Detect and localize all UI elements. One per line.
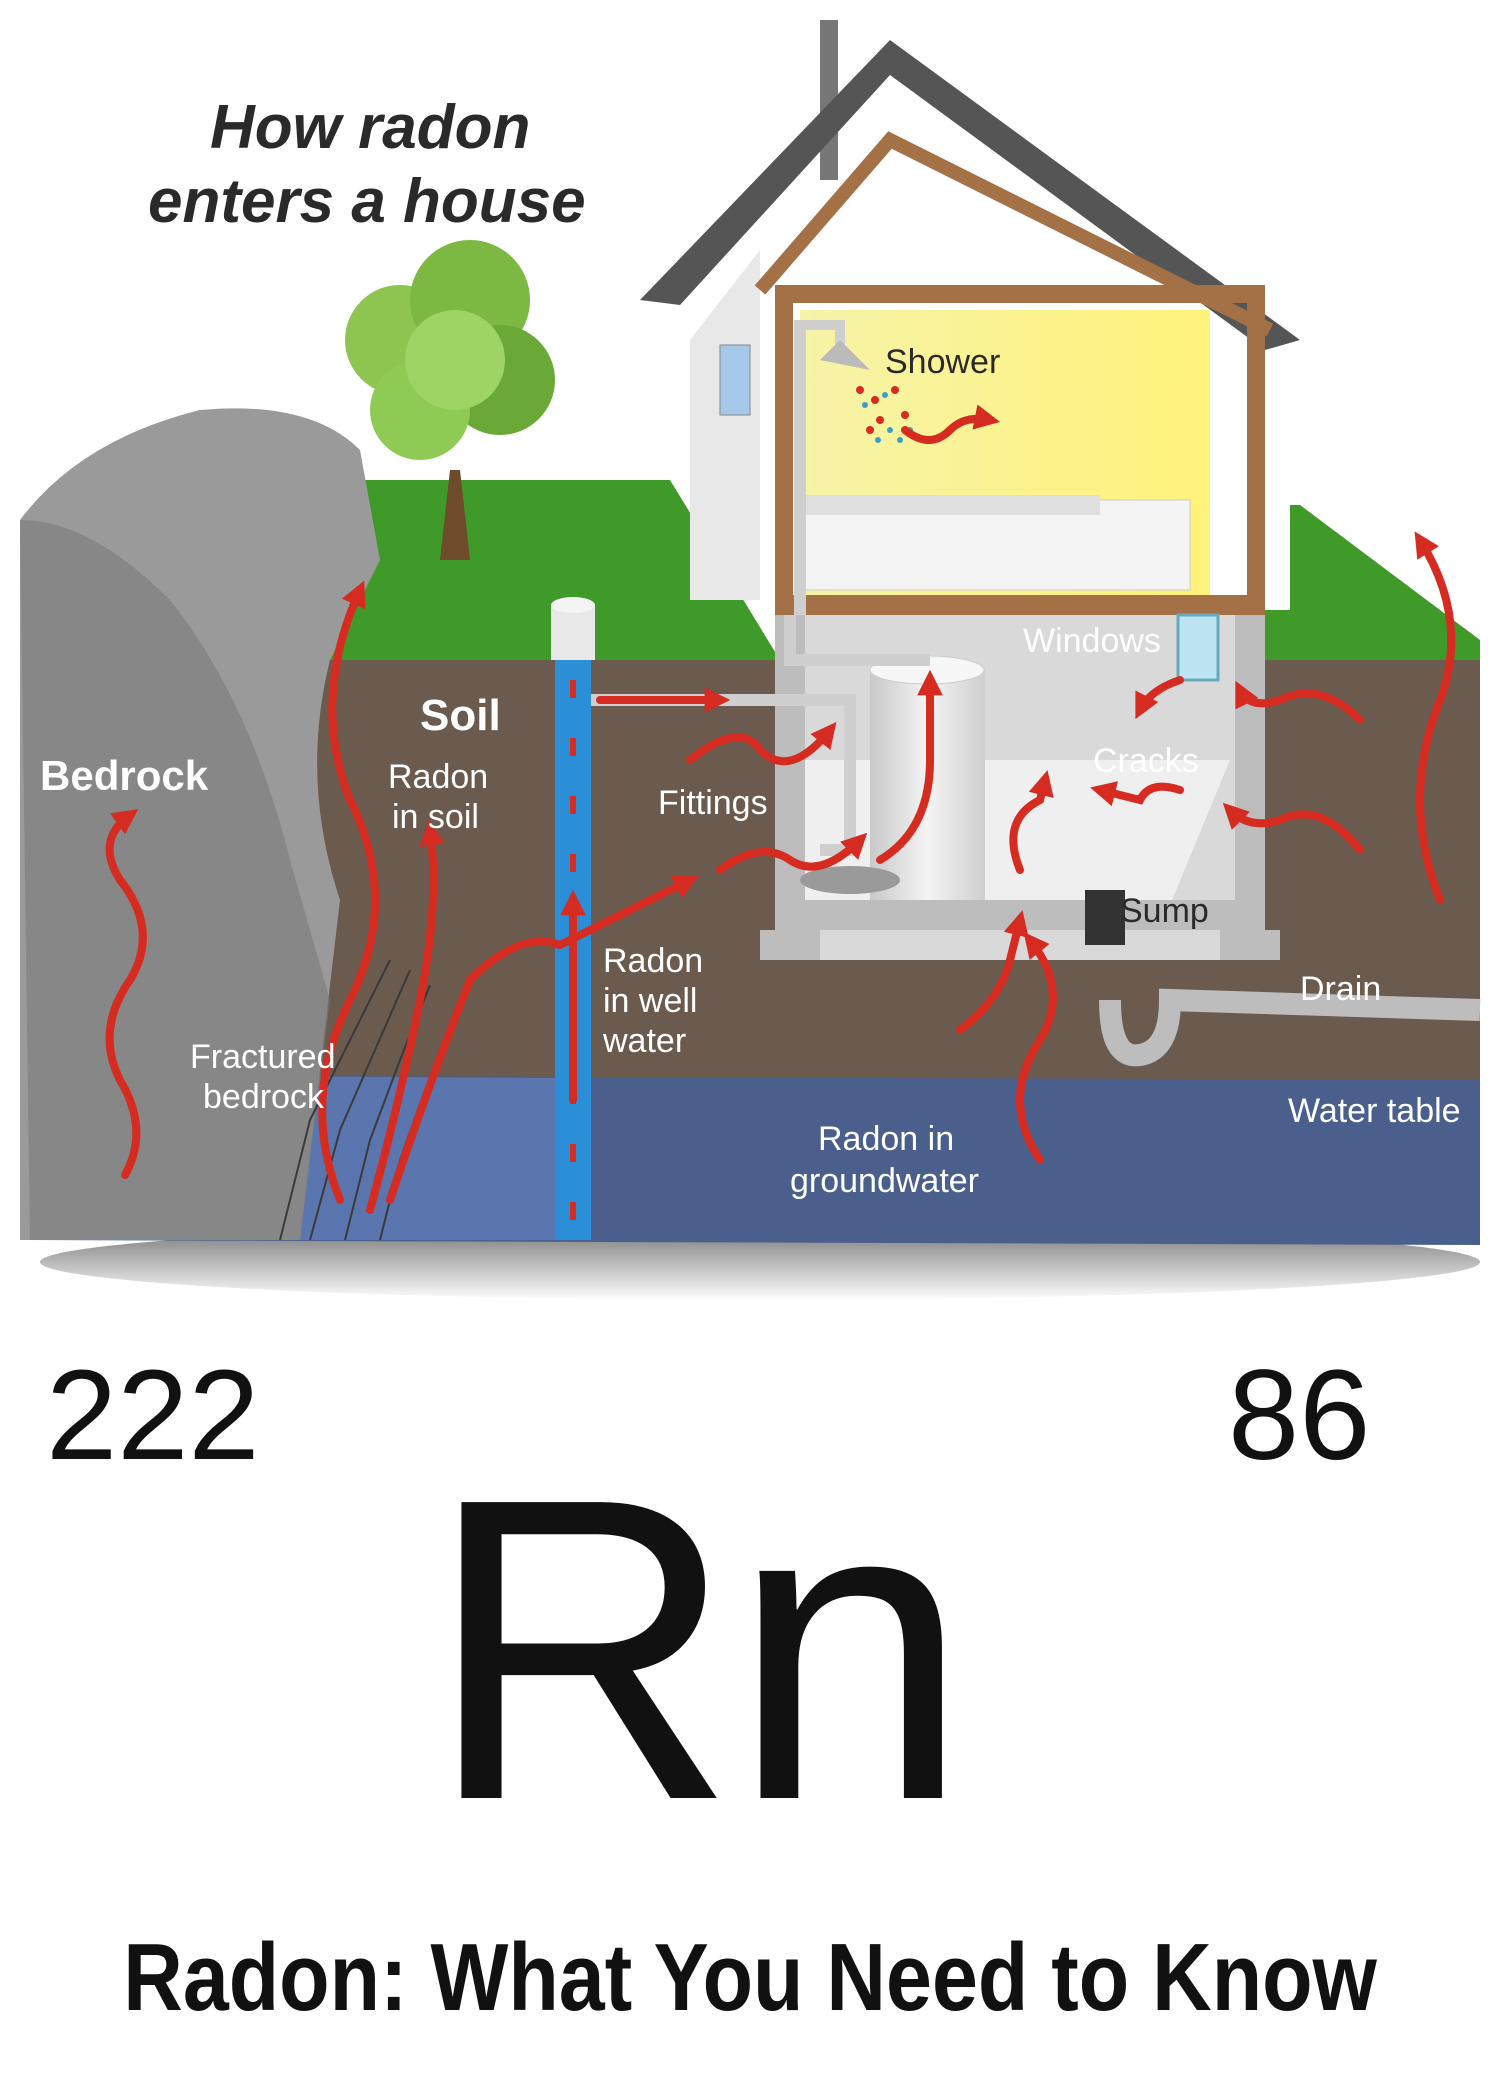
label-soil: Soil [420,691,501,740]
radon-arrow-groundwater [956,910,1029,1034]
label-radon-in-soil-1: Radon [388,758,488,796]
bedrock-shade [20,520,330,1240]
label-fittings: Fittings [658,784,768,822]
mass-number: 222 [46,1344,260,1487]
label-radon-in-soil-2: in soil [392,798,479,836]
label-bedrock: Bedrock [40,752,209,799]
atomic-number: 86 [1228,1344,1371,1487]
house [590,20,1481,1067]
radon-arrow-crack-2 [1090,781,1184,807]
diagram-title-line1: How radon [210,93,530,162]
radon-arrow-fittings-1 [686,722,837,766]
radon-arrow-soil-1 [318,580,379,1204]
label-fractured-1: Fractured [190,1038,336,1076]
element-symbol: Rn [426,1410,970,1890]
label-cracks: Cracks [1093,742,1199,780]
label-windows: Windows [1023,622,1161,660]
radon-arrow-soil-2 [366,819,445,1214]
tree [345,240,555,560]
radon-arrow-right [1414,531,1456,904]
label-radon-well-1: Radon [603,942,703,980]
shower-spray [820,340,913,443]
label-radon-well-2: in well [603,982,697,1020]
radon-arrow-shower [901,404,1001,444]
page-title: Radon: What You Need to Know [123,1924,1377,2031]
label-drain: Drain [1300,970,1381,1008]
label-radon-well-3: water [602,1022,686,1060]
radon-arrow-windows [1135,676,1184,720]
radon-arrow-fittings-2 [716,832,868,874]
radon-arrow-sump [1016,932,1057,1164]
radon-entry-diagram: How radon enters a house Bedrock Soil Ra… [20,20,1481,1300]
diagram-title-line2: enters a house [148,167,586,236]
radon-arrow-bedrock [105,809,147,1179]
label-sump: Sump [1120,892,1209,930]
radon-arrow-crack-3 [1222,802,1364,854]
label-fractured-2: bedrock [203,1078,325,1116]
radon-arrow-tank [876,669,943,864]
radon-arrow-crack-1 [1009,770,1054,874]
radon-arrow-fracture [386,875,700,1204]
radon-arrows [105,404,1456,1214]
label-groundwater-2: groundwater [790,1162,979,1200]
label-shower: Shower [885,343,1000,381]
label-water-table: Water table [1288,1092,1461,1130]
radon-arrow-right-wall [1235,680,1364,724]
label-groundwater-1: Radon in [818,1120,954,1158]
